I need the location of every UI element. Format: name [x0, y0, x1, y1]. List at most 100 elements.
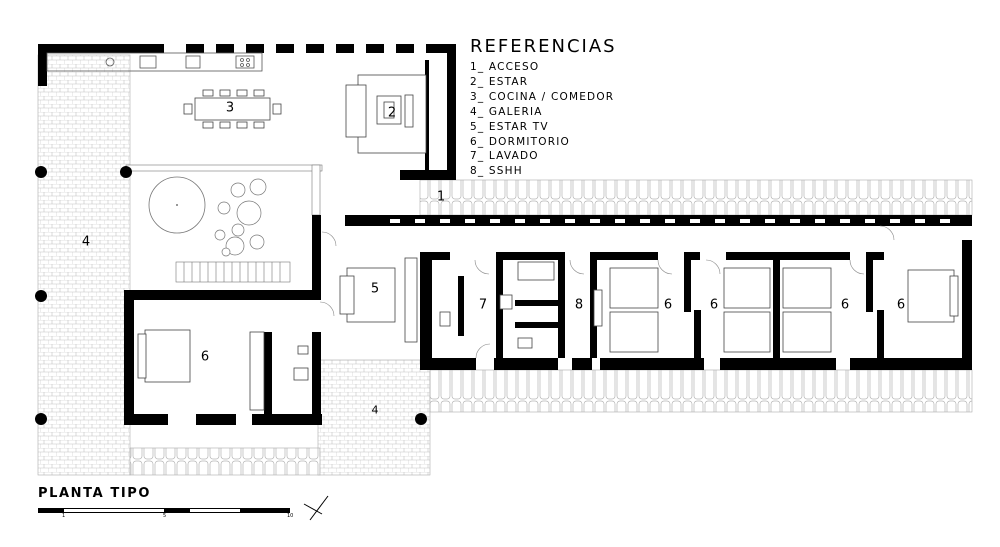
wall: [426, 44, 456, 53]
wall: [515, 322, 565, 328]
column: [120, 166, 132, 178]
legend-item-estar: 2_ ESTAR: [470, 75, 529, 88]
legend-item-acceso: 1_ ACCESO: [470, 61, 540, 73]
scale-label-5: 5: [163, 513, 167, 519]
wall: [962, 240, 972, 368]
room-label-galeria-south: 4: [371, 403, 379, 417]
room-label-cocina-comedor: 3: [225, 100, 235, 116]
legend-item-dormitorio: 6_ DORMITORIO: [470, 135, 571, 148]
wall: [866, 252, 873, 312]
deck-north-east: [419, 179, 973, 216]
wall: [38, 44, 164, 53]
wall: [458, 276, 464, 336]
wall: [684, 252, 691, 312]
room-label-dormitorio-5: 6: [896, 297, 906, 313]
column: [35, 413, 47, 425]
door-swings: [319, 225, 895, 359]
legend-item-cocina-comedor: 3_ COCINA / COMEDOR: [470, 90, 615, 103]
wall: [496, 252, 503, 358]
wall: [216, 44, 234, 53]
plan-title: PLANTA TIPO: [38, 486, 152, 501]
wall: [246, 44, 264, 53]
wall: [400, 170, 456, 180]
wall: [312, 215, 321, 300]
bedroom-beds: [609, 267, 959, 353]
north-arrow-icon: [303, 495, 329, 521]
room-label-dormitorio-4: 6: [840, 297, 850, 313]
wall: [306, 44, 324, 53]
room-label-dormitorio-3: 6: [709, 297, 719, 313]
wall: [496, 252, 564, 260]
wall: [420, 358, 476, 370]
room-label-estar-tv: 5: [370, 281, 380, 297]
legend-title: REFERENCIAS: [470, 36, 617, 57]
wall: [720, 358, 836, 370]
wall: [877, 310, 884, 370]
wall: [336, 44, 354, 53]
wall: [726, 252, 850, 260]
scale-bar: [38, 508, 290, 513]
wall: [196, 414, 236, 425]
wall: [124, 290, 320, 300]
southwest-bedroom-walls: [124, 215, 322, 425]
wall: [447, 44, 456, 180]
column: [35, 290, 47, 302]
room-label-lavado: 7: [478, 297, 488, 313]
gallery-west-paving: [37, 54, 131, 476]
legend-item-lavado: 7_ LAVADO: [470, 150, 539, 163]
wall: [420, 252, 450, 260]
scale-label-10: 10: [287, 513, 294, 519]
wall: [124, 290, 134, 425]
room-label-sshh: 8: [574, 297, 584, 313]
room-label-dormitorio-2: 6: [663, 297, 673, 313]
legend-item-galeria: 4_ GALERIA: [470, 105, 543, 118]
room-label-galeria-west: 4: [81, 234, 91, 250]
room-label-estar: 2: [387, 105, 397, 121]
wall: [124, 414, 168, 425]
room-label-dormitorio-1: 6: [200, 349, 210, 365]
column: [415, 413, 427, 425]
room-label-acceso: 1: [436, 189, 446, 205]
wall: [694, 310, 701, 370]
gallery-south-paving: [317, 359, 431, 476]
legend-item-sshh: 8_ SSHH: [470, 165, 523, 178]
wall: [396, 44, 414, 53]
deck-south-west: [129, 447, 321, 476]
wall: [590, 252, 597, 358]
east-wing-walls: [345, 215, 972, 370]
scale-label-1: 1: [62, 513, 66, 519]
wall: [866, 252, 884, 260]
wall: [558, 252, 565, 358]
legend-item-estar-tv: 5_ ESTAR TV: [470, 120, 549, 133]
courtyard: [125, 164, 323, 283]
southwest-bedroom-furniture: [137, 329, 309, 411]
wall: [264, 332, 272, 414]
corridor-windows: [390, 219, 950, 223]
wall: [684, 252, 700, 260]
living-furniture: [345, 74, 427, 154]
wall: [186, 44, 204, 53]
tv-room-furniture: [339, 257, 418, 343]
wall: [420, 252, 432, 370]
wall: [312, 332, 321, 425]
deck-south-east: [429, 369, 973, 413]
wall: [572, 358, 592, 370]
wall: [596, 252, 658, 260]
column: [35, 166, 47, 178]
dining-table: [183, 89, 282, 129]
wall: [425, 60, 429, 172]
legend-list: 1_ ACCESO 2_ ESTAR 3_ COCINA / COMEDOR 4…: [470, 60, 614, 179]
galleries: [37, 54, 973, 476]
wall: [600, 358, 704, 370]
wall: [515, 300, 565, 306]
wall: [345, 215, 972, 226]
kitchen-counter: [46, 52, 263, 72]
wall: [38, 44, 47, 86]
wall: [252, 414, 322, 425]
wall: [494, 358, 558, 370]
wall: [366, 44, 384, 53]
wall: [850, 358, 972, 370]
bath-fixtures: [439, 261, 603, 349]
north-wing-walls: [38, 44, 456, 180]
